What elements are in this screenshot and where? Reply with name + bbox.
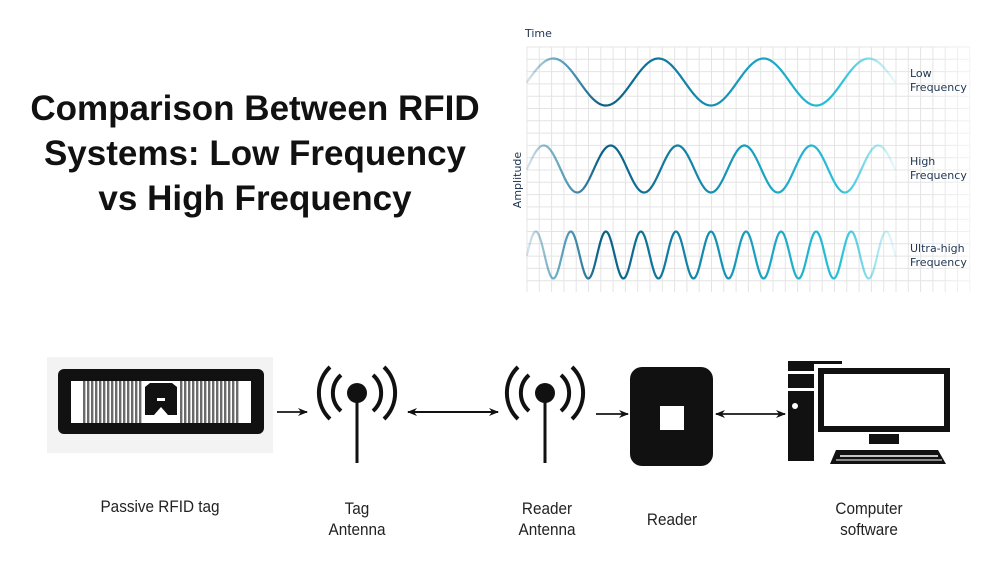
rfid-diagram-svg: [47, 357, 950, 466]
wave-high-frequency: [525, 144, 897, 194]
tag-coil-line: [115, 381, 118, 423]
tag-coil-line: [216, 381, 219, 423]
title-line-3: vs High Frequency: [98, 179, 412, 218]
tag-coil-line: [119, 381, 122, 423]
reader-antenna-icon: [504, 365, 586, 463]
y-axis-label: Amplitude: [511, 151, 524, 209]
tag-coil-line: [212, 381, 215, 423]
label-line: Tag: [344, 499, 370, 518]
tag-coil-line: [135, 381, 138, 423]
tag-coil-line: [180, 381, 183, 423]
label-line: Passive RFID tag: [100, 497, 220, 516]
page-title: Comparison Between RFID Systems: Low Fre…: [0, 86, 510, 221]
tag-coil-line: [107, 381, 110, 423]
legend-label-line: High: [910, 155, 936, 168]
tag-coil-line: [228, 381, 231, 423]
label-reader-antenna: Reader Antenna: [493, 498, 601, 540]
tag-coil-line: [127, 381, 130, 423]
frequency-chart: Time Amplitude Low Frequency High Freque…: [500, 20, 1000, 310]
tag-coil-line: [236, 381, 239, 423]
tag-coil-line: [196, 381, 199, 423]
passive-rfid-tag-icon: [47, 357, 273, 453]
tag-coil-line: [111, 381, 114, 423]
legend-label-line: Frequency: [910, 256, 967, 269]
tag-coil-line: [188, 381, 191, 423]
computer-icon: [788, 361, 950, 464]
tag-coil-line: [224, 381, 227, 423]
wave-ultra-high-frequency: [525, 230, 897, 280]
wave-layer: [525, 57, 897, 280]
tag-coil-line: [204, 381, 207, 423]
label-computer-software: Computer software: [811, 498, 928, 540]
label-reader: Reader: [618, 509, 726, 530]
tag-coil-line: [139, 381, 142, 423]
tag-coil-line: [232, 381, 235, 423]
reader-icon: [630, 367, 713, 466]
x-axis-label: Time: [525, 27, 552, 40]
label-line: software: [840, 520, 898, 539]
tag-coil-line: [91, 381, 94, 423]
tag-coil-line: [103, 381, 106, 423]
legend-low-frequency: Low Frequency: [910, 67, 967, 95]
legend-label-line: Frequency: [910, 81, 967, 94]
grid-fade: [930, 45, 1000, 295]
legend-high-frequency: High Frequency: [910, 155, 967, 183]
legend-label-line: Frequency: [910, 169, 967, 182]
legend-label-line: Ultra-high: [910, 242, 965, 255]
wave-low-frequency: [525, 57, 897, 107]
tag-coil-line: [123, 381, 126, 423]
tag-antenna-icon: [316, 365, 398, 463]
legend-ultra-high-frequency: Ultra-high Frequency: [910, 242, 967, 270]
frequency-chart-svg: [525, 45, 1000, 295]
label-line: Reader: [646, 510, 698, 529]
tag-coil-line: [192, 381, 195, 423]
rfid-system-diagram: Passive RFID tag Tag Antenna Reader Ante…: [0, 340, 1000, 563]
label-line: Antenna: [328, 520, 386, 539]
title-line-2: Systems: Low Frequency: [43, 134, 467, 173]
tag-coil-line: [220, 381, 223, 423]
legend-label-line: Low: [910, 67, 932, 80]
tag-coil-line: [200, 381, 203, 423]
label-line: Reader: [521, 499, 573, 518]
label-line: Computer: [835, 499, 903, 518]
tag-coil-line: [208, 381, 211, 423]
tag-coil-line: [131, 381, 134, 423]
label-line: Antenna: [518, 520, 576, 539]
title-line-1: Comparison Between RFID: [30, 89, 480, 128]
label-tag-antenna: Tag Antenna: [303, 498, 411, 540]
tag-coil-line: [87, 381, 90, 423]
tag-coil-line: [99, 381, 102, 423]
chart-grid: [526, 46, 971, 292]
tag-coil-line: [83, 381, 86, 423]
tag-coil-line: [95, 381, 98, 423]
label-passive-rfid-tag: Passive RFID tag: [79, 496, 241, 517]
tag-coil-line: [184, 381, 187, 423]
